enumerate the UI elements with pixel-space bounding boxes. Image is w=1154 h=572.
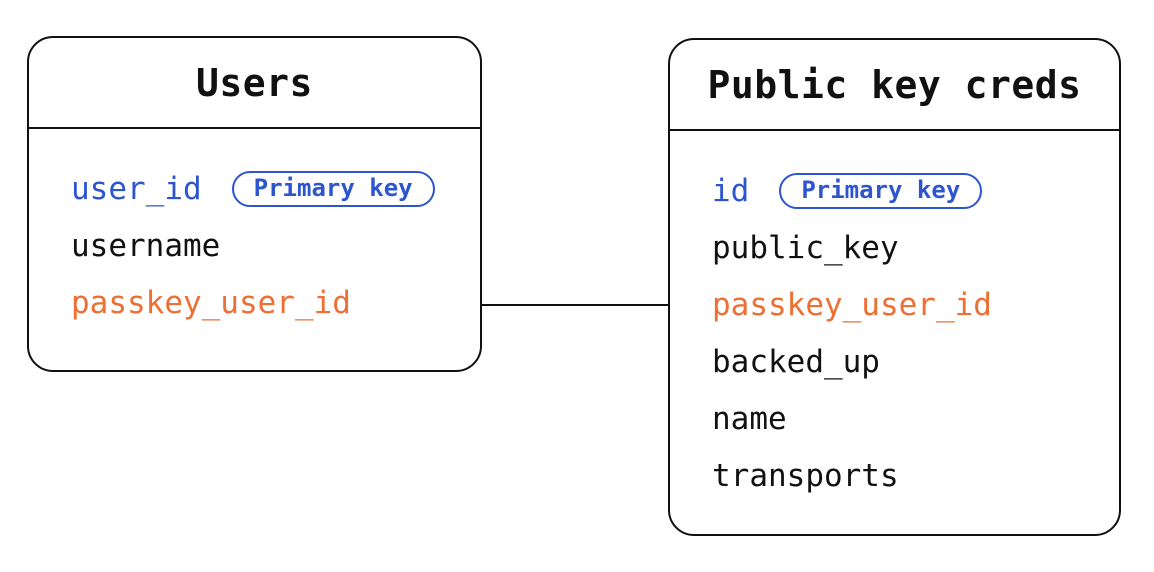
table-header: Users	[29, 38, 480, 129]
field-name: id	[712, 172, 750, 209]
field-row-backed-up: backed_up	[712, 333, 1099, 390]
primary-key-badge: Primary key	[231, 170, 435, 207]
field-name: public_key	[712, 229, 899, 266]
table-header: Public key creds	[670, 40, 1119, 131]
field-name: user_id	[71, 170, 202, 207]
field-name: username	[71, 227, 221, 264]
relationship-line-passkey-user-id	[482, 304, 668, 306]
field-row-name: name	[712, 390, 1099, 447]
table-body: id Primary key public_key passkey_user_i…	[670, 131, 1119, 504]
primary-key-badge: Primary key	[779, 172, 983, 209]
field-row-username: username	[71, 217, 460, 274]
field-row-transports: transports	[712, 447, 1099, 504]
table-node-users: Users user_id Primary key username passk…	[27, 36, 482, 372]
field-name: backed_up	[712, 343, 880, 380]
field-row-user-id: user_id Primary key	[71, 160, 460, 217]
field-name: passkey_user_id	[712, 286, 992, 323]
field-row-passkey-user-id: passkey_user_id	[71, 274, 460, 331]
table-node-public-key-creds: Public key creds id Primary key public_k…	[668, 38, 1121, 536]
table-title-public-key-creds: Public key creds	[707, 62, 1082, 107]
field-row-public-key: public_key	[712, 219, 1099, 276]
table-title-users: Users	[196, 60, 313, 105]
field-row-id: id Primary key	[712, 162, 1099, 219]
field-name: transports	[712, 457, 899, 494]
field-name: name	[712, 400, 787, 437]
field-name: passkey_user_id	[71, 284, 351, 321]
field-row-passkey-user-id: passkey_user_id	[712, 276, 1099, 333]
table-body: user_id Primary key username passkey_use…	[29, 129, 480, 331]
